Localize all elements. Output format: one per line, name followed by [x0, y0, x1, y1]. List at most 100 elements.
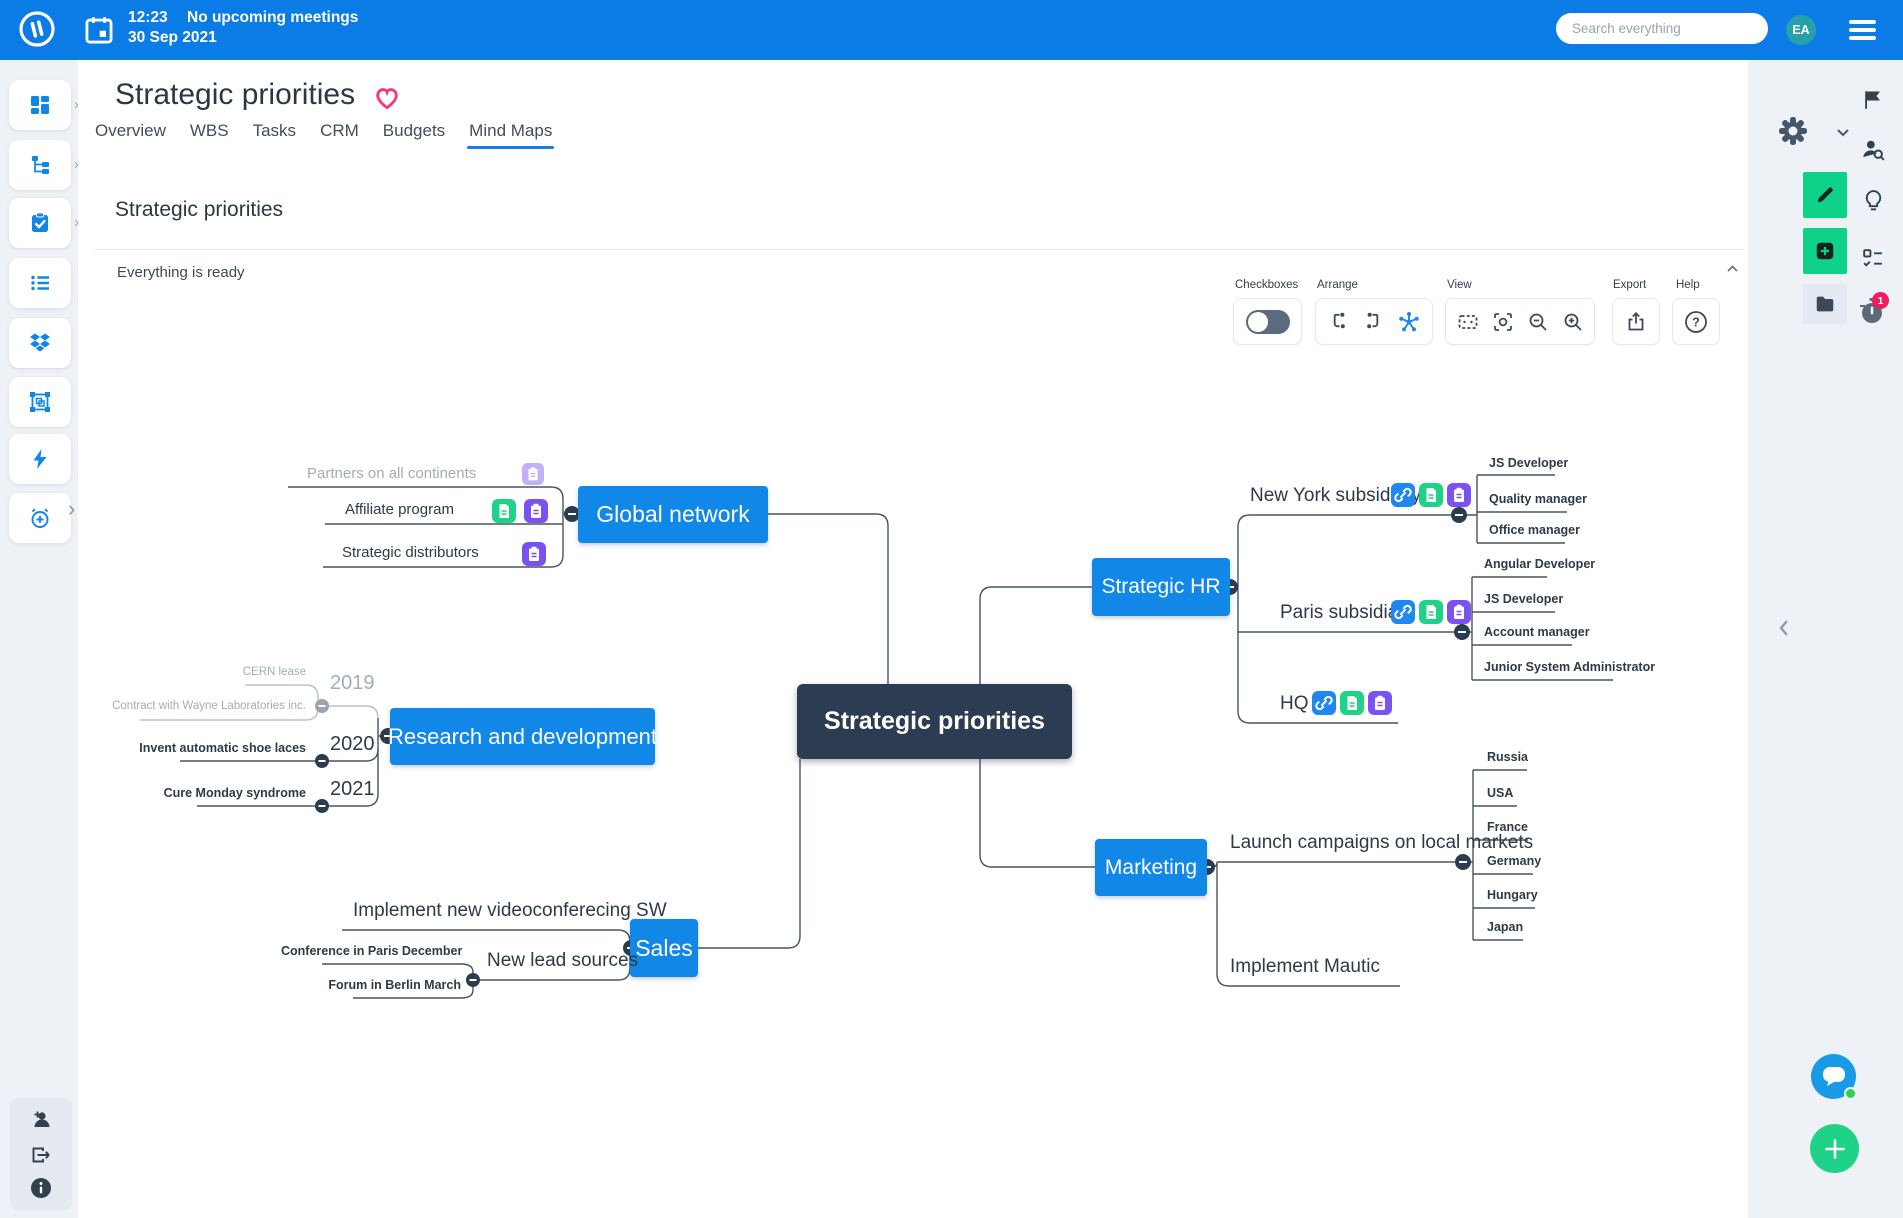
map-item-japan[interactable]: Japan	[1487, 920, 1524, 934]
document-attachment-icon[interactable]	[1340, 691, 1364, 715]
link-attachment-icon[interactable]	[1312, 691, 1336, 715]
map-item-2021[interactable]: 2021	[330, 778, 375, 800]
gear-dropdown-caret[interactable]	[1836, 127, 1850, 137]
map-item-shoe-laces[interactable]: Invent automatic shoe laces	[139, 741, 306, 755]
map-item-wayne[interactable]: Contract with Wayne Laboratories inc.	[112, 700, 306, 712]
document-attachment-icon[interactable]	[1419, 483, 1443, 507]
map-item-hungary[interactable]: Hungary	[1487, 888, 1538, 902]
chevron-right-icon[interactable]: ›	[74, 156, 79, 173]
map-item-mautic[interactable]: Implement Mautic	[1230, 956, 1380, 977]
map-item-usa[interactable]: USA	[1487, 786, 1514, 800]
zoom-in-icon[interactable]	[1561, 310, 1585, 334]
collapse-panel-chevron[interactable]	[1776, 618, 1792, 638]
map-item-distributors[interactable]: Strategic distributors	[342, 544, 479, 561]
map-item-russia[interactable]: Russia	[1487, 750, 1528, 764]
branch-node-strategic-hr[interactable]: Strategic HR	[1092, 558, 1230, 616]
tab-tasks[interactable]: Tasks	[252, 121, 297, 140]
tab-mind-maps[interactable]: Mind Maps	[467, 121, 555, 149]
checkboxes-toggle[interactable]	[1245, 309, 1290, 334]
export-icon[interactable]	[1624, 310, 1648, 334]
flag-icon[interactable]	[1861, 88, 1885, 112]
map-item-partners[interactable]: Partners on all continents	[307, 465, 477, 482]
people-search-icon[interactable]	[1860, 136, 1886, 162]
chevron-right-icon[interactable]: ›	[74, 214, 79, 231]
map-item-2020[interactable]: 2020	[330, 733, 375, 755]
map-item-france[interactable]: France	[1487, 820, 1528, 834]
clipboard-attachment-icon[interactable]	[522, 542, 546, 566]
collapse-dot-faded[interactable]	[315, 699, 329, 713]
sidebar-item-dropbox[interactable]	[9, 318, 71, 368]
map-item-germany[interactable]: Germany	[1487, 854, 1542, 868]
link-attachment-icon[interactable]	[1391, 483, 1415, 507]
sidebar-item-automation[interactable]	[9, 434, 71, 484]
tab-budgets[interactable]: Budgets	[382, 121, 446, 140]
map-item-angular-developer[interactable]: Angular Developer	[1484, 557, 1596, 571]
collapse-dot[interactable]	[315, 799, 329, 813]
document-attachment-icon[interactable]	[1419, 600, 1443, 624]
center-focus-icon[interactable]	[1491, 310, 1515, 334]
clipboard-attachment-icon[interactable]	[524, 499, 548, 523]
root-node[interactable]: Strategic priorities	[797, 684, 1072, 759]
sidebar-item-dashboard[interactable]	[9, 80, 71, 130]
search-input[interactable]	[1556, 13, 1768, 44]
branch-node-marketing[interactable]: Marketing	[1095, 839, 1207, 896]
map-item-quality-manager[interactable]: Quality manager	[1489, 492, 1587, 506]
collapse-dot[interactable]	[315, 754, 329, 768]
add-button[interactable]	[1810, 1124, 1859, 1173]
gear-icon[interactable]	[1776, 114, 1810, 148]
branch-node-rnd[interactable]: Research and development	[388, 708, 657, 765]
checklist-icon[interactable]	[1860, 246, 1885, 271]
branch-node-sales[interactable]: Sales	[630, 919, 698, 977]
info-icon[interactable]	[29, 1176, 53, 1200]
sidebar-item-tasks[interactable]	[9, 198, 71, 248]
sidebar-item-wbs[interactable]	[9, 140, 71, 190]
scrollbar-up-arrow[interactable]	[1725, 262, 1740, 276]
help-icon[interactable]: ?	[1683, 309, 1709, 335]
favorite-heart-icon[interactable]	[372, 82, 402, 112]
chevron-right-icon[interactable]: ›	[74, 96, 79, 113]
map-item-videoconf[interactable]: Implement new videoconferecing SW	[353, 900, 667, 921]
add-node-button[interactable]	[1803, 228, 1847, 274]
add-person-icon[interactable]	[29, 1108, 53, 1132]
clipboard-attachment-icon[interactable]	[1447, 483, 1471, 507]
map-item-cern[interactable]: CERN lease	[242, 666, 306, 678]
map-item-junior-sysadmin[interactable]: Junior System Administrator	[1484, 660, 1656, 674]
files-button[interactable]	[1803, 284, 1847, 324]
branch-node-global-network[interactable]: Global network	[578, 486, 768, 543]
arrange-right-tree-icon[interactable]	[1327, 310, 1350, 333]
map-item-ny-js-developer[interactable]: JS Developer	[1489, 456, 1569, 470]
tab-crm[interactable]: CRM	[320, 121, 359, 140]
clipboard-attachment-icon[interactable]	[1368, 691, 1392, 715]
map-item-monday[interactable]: Cure Monday syndrome	[163, 786, 306, 800]
tab-wbs[interactable]: WBS	[189, 121, 229, 140]
map-item-lead-sources[interactable]: New lead sources	[487, 950, 639, 971]
arrange-radial-icon[interactable]	[1397, 310, 1421, 334]
map-item-hq[interactable]: HQ	[1280, 693, 1309, 714]
map-item-paris-conference[interactable]: Conference in Paris December	[281, 944, 463, 958]
sidebar-item-whiteboard[interactable]	[9, 377, 71, 427]
link-attachment-icon[interactable]	[1391, 600, 1415, 624]
map-item-affiliate[interactable]: Affiliate program	[345, 501, 454, 518]
map-item-paris-subsidiary[interactable]: Paris subsidiary	[1280, 602, 1415, 623]
arrange-left-tree-icon[interactable]	[1362, 310, 1385, 333]
clipboard-attachment-icon[interactable]	[1447, 600, 1471, 624]
collapse-dot[interactable]	[1454, 624, 1470, 640]
avatar[interactable]: EA	[1786, 15, 1816, 45]
sidebar-item-timer[interactable]	[9, 493, 71, 543]
edit-button[interactable]	[1803, 172, 1847, 218]
fit-screen-icon[interactable]	[1456, 310, 1480, 334]
collapse-dot[interactable]	[1451, 507, 1467, 523]
clipboard-attachment-icon[interactable]	[522, 463, 544, 485]
logout-icon[interactable]	[29, 1143, 53, 1167]
map-item-ny-subsidiary[interactable]: New York subsidiary	[1250, 485, 1422, 506]
tab-overview[interactable]: Overview	[95, 121, 166, 140]
sidebar-expand-chevron[interactable]: ›	[68, 496, 76, 521]
zoom-out-icon[interactable]	[1526, 310, 1550, 334]
map-item-office-manager[interactable]: Office manager	[1489, 523, 1581, 537]
sidebar-item-list[interactable]	[9, 258, 71, 308]
collapse-dot[interactable]	[564, 506, 580, 522]
collapse-dot[interactable]	[1455, 854, 1471, 870]
collapse-dot[interactable]	[466, 973, 480, 987]
calendar-icon[interactable]	[82, 13, 116, 47]
map-item-account-manager[interactable]: Account manager	[1484, 625, 1590, 639]
